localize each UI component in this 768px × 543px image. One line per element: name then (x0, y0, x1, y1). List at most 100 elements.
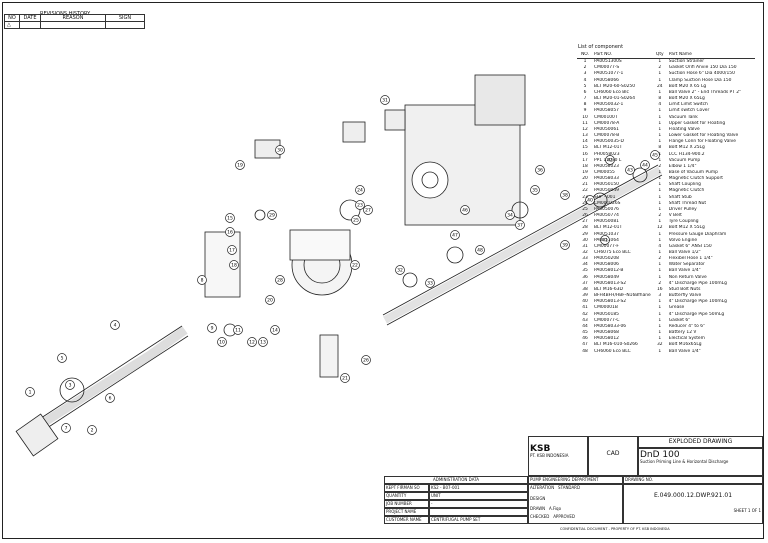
component-part-no: PA0050774 (594, 213, 619, 219)
component-no: 34 (582, 262, 588, 268)
callout-label: 2 (91, 428, 94, 434)
callout-bubble (233, 325, 243, 335)
component-part-no: CH6060 Eco BLC (594, 348, 631, 354)
component-no: 29 (582, 231, 588, 237)
callout-label: 44 (642, 163, 648, 169)
callout-bubble (350, 260, 360, 270)
callout-label: 30 (277, 148, 283, 154)
callout-bubble (355, 200, 365, 210)
component-name: Electical System (668, 336, 705, 342)
callout-bubble (380, 95, 390, 105)
admin-label: KEPT FIRMAN SO (384, 484, 429, 492)
callout-bubble (57, 353, 67, 363)
drawing-title-cell: EXPLODED DRAWING (638, 436, 763, 448)
component-name: Stud Bolt Nuts (668, 286, 701, 292)
component-part-no: CH6060 Eco Blc (594, 89, 629, 95)
component-no: 22 (582, 188, 588, 194)
component-no: 24 (582, 200, 588, 206)
component-no: 45 (582, 330, 588, 336)
component-no: 37 (582, 280, 588, 286)
callout-bubble (505, 210, 515, 220)
callout-label: 43 (627, 168, 633, 174)
component-no: 5 (583, 83, 587, 89)
callout-bubble (225, 213, 235, 223)
callout-label: 31 (382, 98, 388, 104)
component-part-no: PA0051064 (594, 237, 619, 243)
component-part-no: PA0050185 (594, 311, 619, 317)
callout-label: 39 (562, 243, 568, 249)
drawing-number: E.049.000.12.DWP.921.01 (653, 492, 733, 499)
component-qty: 16 (656, 286, 663, 292)
component-no: 20 (582, 176, 588, 182)
component-part-no: PA0058012-B (594, 268, 624, 274)
dept-label: PUMP ENGINEERING DEPARTMENT (530, 477, 599, 482)
component-name: Lower Gasket for Floating Valve (668, 133, 739, 139)
component-part-no: PA0058049 (594, 274, 619, 280)
component-no: 7 (583, 96, 587, 102)
component-part-no: SHF - 001 (594, 194, 616, 200)
dept-cell: PUMP ENGINEERING DEPARTMENT (528, 476, 623, 484)
callout-label: 41 (602, 238, 608, 244)
callout-label: 23 (357, 203, 363, 209)
component-part-no: CM00077-F (594, 243, 619, 249)
callout-label: 35 (532, 188, 538, 194)
drawing-title: EXPLODED DRAWING (668, 438, 733, 445)
callout-bubble (515, 220, 525, 230)
component-name: Volvo Engine (668, 237, 698, 243)
admin-title-cell: ADMINISTRATION DATA (384, 476, 528, 484)
callout-label: 7 (65, 426, 68, 432)
component-qty: 1 (658, 133, 662, 139)
cad-cell: CAD (588, 436, 638, 476)
callout-bubble (560, 240, 570, 250)
component-name: Pressure Gauge Diaphram (668, 231, 727, 237)
component-qty: 1 (658, 317, 662, 323)
component-name: Bolt M12 X 25Lg (668, 145, 705, 151)
component-name: Gasket Orifi Anvie 150 Dia 150 (668, 65, 737, 71)
company-logo-cell: KSB PT. KSB INDONESIA (528, 436, 588, 476)
callout-bubble (340, 373, 350, 383)
component-part-no: PH0058023 (594, 151, 620, 157)
callout-label: 6 (109, 396, 112, 402)
component-name: Bolt M20 X 65 Lg (668, 83, 707, 89)
component-qty: 1 (658, 274, 662, 280)
callout-label: 12 (249, 340, 255, 346)
component-name: Grease (668, 305, 685, 311)
component-no: 1 (583, 59, 587, 65)
callout-label: 28 (277, 278, 283, 284)
component-no: 2 (583, 65, 587, 71)
approved-label: APPROVED (553, 513, 575, 519)
component-qty: 1 (658, 268, 662, 274)
component-qty: 2 (658, 213, 662, 219)
callout-bubble (235, 160, 245, 170)
component-name: Gasket 6" ANSI 150 (668, 243, 712, 249)
component-qty: 1 (658, 206, 662, 212)
component-name: Ball Valve 1/2" (668, 250, 701, 255)
component-part-no: CM00077-C (594, 317, 620, 323)
alteration-label: ALTERATION (530, 485, 555, 490)
callout-label: 4 (114, 323, 117, 329)
component-qty: 4 (658, 102, 662, 108)
callout-bubble (207, 323, 217, 333)
sheet-number: SHEET 1 OF 1 (733, 508, 761, 513)
admin-label: QUANTITY (384, 492, 429, 500)
component-qty: 3 (658, 293, 662, 299)
component-qty: 8 (658, 145, 662, 151)
component-part-no: CM00100T (594, 114, 618, 120)
component-no: 28 (582, 225, 588, 231)
comp-header-no: NO. (577, 52, 593, 60)
callout-label: 27 (365, 208, 371, 214)
